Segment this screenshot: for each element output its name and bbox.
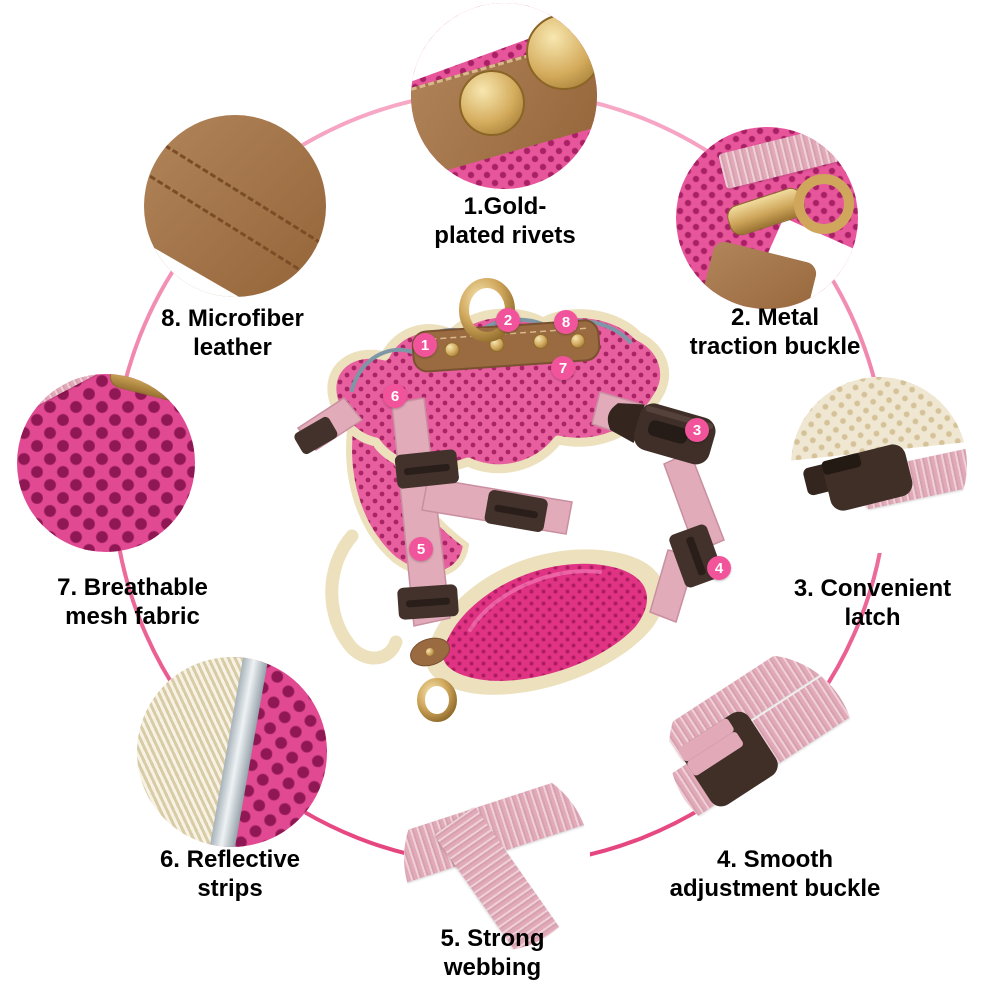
label-line: strips xyxy=(197,875,263,903)
callout-badge-1: 1 xyxy=(413,333,437,357)
callout-badge-4: 4 xyxy=(707,556,731,580)
label-line: webbing xyxy=(443,954,542,982)
label-line: 6. Reflective xyxy=(159,846,301,873)
label-line: 1.Gold- xyxy=(463,193,547,220)
feature-label-webbing: 5. Strong webbing xyxy=(390,924,595,983)
feature-label-traction-buckle: 2. Metal traction buckle xyxy=(650,303,900,362)
feature-photo-adjustment-buckle xyxy=(669,655,855,841)
feature-photo-reflective-strips xyxy=(137,657,327,847)
callout-badge-5: 5 xyxy=(409,537,433,561)
feature-photo-traction-buckle xyxy=(676,127,858,309)
label-line: 7. Breathable xyxy=(57,574,208,601)
label-line: 3. Convenient xyxy=(793,575,952,602)
feature-label-microfiber-leather: 8. Microfiber leather xyxy=(110,304,355,363)
feature-label-mesh-fabric: 7. Breathable mesh fabric xyxy=(15,573,250,632)
label-line: adjustment buckle xyxy=(669,875,881,903)
feature-photo-gold-rivets xyxy=(411,3,597,189)
feature-photo-mesh-fabric xyxy=(17,374,195,552)
label-line: traction buckle xyxy=(689,333,861,361)
callout-badge-8: 8 xyxy=(554,310,578,334)
gold-ring xyxy=(794,174,855,235)
feature-photo-microfiber-leather xyxy=(144,115,326,297)
label-line: latch xyxy=(844,604,901,632)
feature-label-adjustment-buckle: 4. Smooth adjustment buckle xyxy=(635,845,915,904)
gold-rivet xyxy=(459,69,526,136)
callout-badge-2: 2 xyxy=(496,308,520,332)
callout-badge-7: 7 xyxy=(551,356,575,380)
feature-label-gold-rivets: 1.Gold- plated rivets xyxy=(380,192,630,251)
label-line: 5. Strong xyxy=(440,925,545,952)
label-line: 8. Microfiber xyxy=(161,305,304,332)
label-line: mesh fabric xyxy=(65,603,200,631)
feature-label-reflective-strips: 6. Reflective strips xyxy=(110,845,350,904)
label-line: leather xyxy=(193,334,272,362)
label-line: plated rivets xyxy=(434,222,576,250)
callout-badge-6: 6 xyxy=(383,384,407,408)
label-line: 2. Metal xyxy=(730,304,820,331)
feature-photo-latch xyxy=(791,377,967,553)
pink-mesh-texture xyxy=(17,374,195,552)
gold-rivet xyxy=(526,14,597,91)
feature-photo-webbing xyxy=(404,765,590,951)
feature-label-latch: 3. Convenient latch xyxy=(760,574,985,633)
label-line: 4. Smooth xyxy=(716,846,833,873)
callout-badge-3: 3 xyxy=(685,418,709,442)
